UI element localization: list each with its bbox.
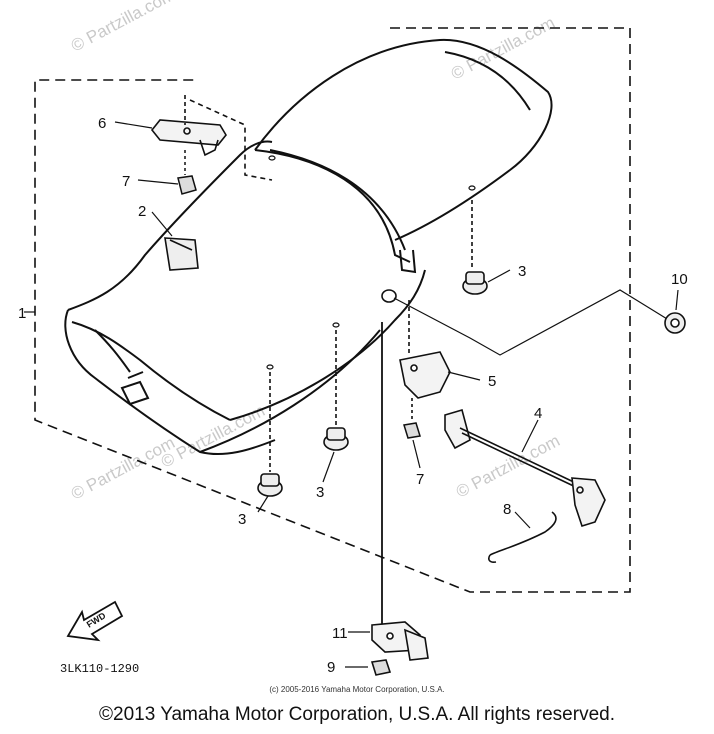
callout-3: 3 xyxy=(238,511,246,528)
seat-hole xyxy=(468,185,476,191)
callout-11: 11 xyxy=(332,625,348,642)
forward-arrow-icon: FWD xyxy=(66,600,124,642)
diagram-part-code: 3LK110-1290 xyxy=(60,662,139,676)
callout-leaders xyxy=(114,121,679,668)
part-3-damper xyxy=(323,330,349,451)
callout-3: 3 xyxy=(316,484,324,501)
seat-hole xyxy=(266,364,274,370)
callout-3: 3 xyxy=(518,263,526,280)
diagram-small-copyright: (c) 2005-2016 Yamaha Motor Corporation, … xyxy=(269,685,444,694)
part-6-bracket xyxy=(150,95,273,181)
part-4-rod xyxy=(444,409,606,527)
part-8-wire xyxy=(488,511,557,563)
callout-7: 7 xyxy=(122,173,130,190)
part-10-knob xyxy=(664,312,686,334)
exploded-parts-diagram: © Partzilla.com © Partzilla.com © Partzi… xyxy=(18,0,688,694)
part-3-damper xyxy=(462,200,488,295)
part-3-damper xyxy=(257,372,283,497)
callout-6: 6 xyxy=(98,115,106,132)
callout-9: 9 xyxy=(327,659,335,676)
callout-1: 1 xyxy=(18,305,26,322)
watermark: © Partzilla.com xyxy=(448,13,558,84)
callout-5: 5 xyxy=(488,373,496,390)
callout-2: 2 xyxy=(138,203,146,220)
part-9-nut xyxy=(370,659,392,676)
part-5-bracket xyxy=(399,300,451,420)
callout-4: 4 xyxy=(534,405,542,422)
callout-7: 7 xyxy=(416,471,424,488)
part-7-nut xyxy=(403,422,421,439)
seat-hole xyxy=(332,322,340,328)
assembly-boundary xyxy=(34,27,631,593)
seat-assembly xyxy=(64,38,553,456)
part-11-lock xyxy=(371,621,429,661)
part-2-tab xyxy=(164,237,199,271)
callout-8: 8 xyxy=(503,501,511,518)
watermark: © Partzilla.com xyxy=(68,0,178,56)
callout-10: 10 xyxy=(671,271,688,288)
seat-hole xyxy=(381,289,397,303)
footer-copyright: ©2013 Yamaha Motor Corporation, U.S.A. A… xyxy=(99,704,615,725)
watermark: © Partzilla.com xyxy=(68,433,178,504)
seat-hole xyxy=(268,155,276,161)
watermark: © Partzilla.com xyxy=(453,431,563,502)
part-7-nut xyxy=(177,150,197,195)
